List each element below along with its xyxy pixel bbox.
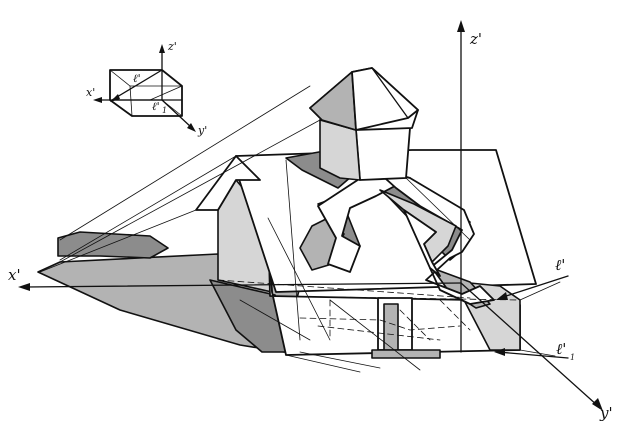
x-axis-label: x' — [8, 266, 21, 284]
construction-dashed-lines — [217, 279, 521, 341]
inset-l-label: ℓ' — [133, 72, 141, 85]
z-axis-label: z' — [469, 30, 482, 48]
y-axis-arrow — [592, 398, 603, 411]
door — [371, 297, 441, 359]
main-axes — [18, 20, 603, 411]
inset-y-label: y' — [197, 124, 207, 137]
z-axis-arrow — [457, 20, 465, 32]
cupola — [309, 67, 419, 181]
light-direction-inset: z' x' y' ℓ' ℓ' 1 — [86, 40, 207, 137]
inset-x-label: x' — [86, 86, 95, 99]
y-axis-label: y' — [599, 404, 613, 422]
light-l1-label: ℓ' — [556, 340, 566, 358]
inset-z-label: z' — [167, 40, 177, 53]
inset-l1-label: ℓ' — [152, 100, 160, 113]
y-axis — [460, 282, 599, 407]
light-l-label: ℓ' — [555, 256, 565, 274]
x-axis — [25, 282, 462, 288]
light-direction-arrows — [494, 275, 569, 359]
light-l1-subscript: 1 — [570, 353, 575, 362]
inset-l1-subscript: 1 — [162, 106, 167, 115]
left-gable — [195, 155, 261, 211]
x-axis-arrow — [18, 283, 30, 291]
light-rays — [39, 85, 561, 373]
